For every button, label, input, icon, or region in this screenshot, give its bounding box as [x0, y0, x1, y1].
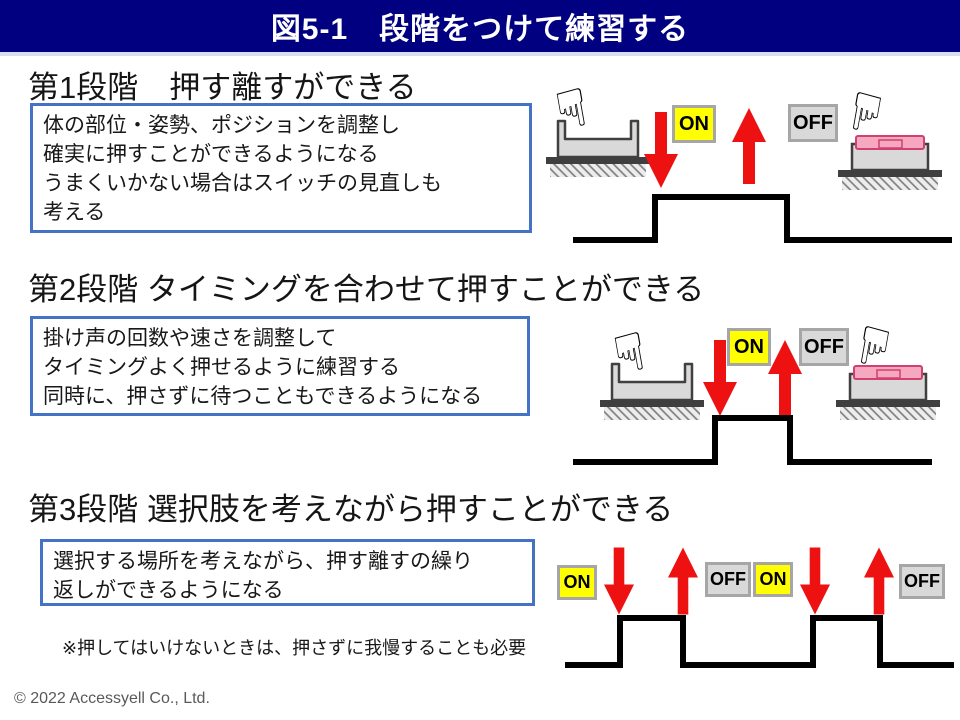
- stage2-signal-waveform: [573, 415, 932, 465]
- stage1-line3: うまくいかない場合はスイッチの見直しも: [43, 172, 442, 195]
- stage2-heading: 第2段階 タイミングを合わせて押すことができる: [28, 272, 705, 307]
- stage3-signal-waveform: [565, 615, 954, 668]
- stage1-line4: 考える: [43, 201, 106, 224]
- on-label: ON: [753, 562, 793, 597]
- on-label: ON: [672, 105, 716, 143]
- title-bar: 図5-1 段階をつけて練習する: [0, 0, 960, 56]
- stage2-textbox: 掛け声の回数や速さを調整して タイミングよく押せるように練習する 同時に、押さず…: [30, 316, 530, 416]
- stage1-line2: 確実に押すことができるようになる: [43, 143, 379, 166]
- off-label: OFF: [899, 564, 945, 599]
- stage1-line1: 体の部位・姿勢、ポジションを調整し: [43, 114, 400, 137]
- stage3-line2: 返しができるようになる: [53, 579, 284, 602]
- release-up-arrow-icon: [732, 108, 766, 184]
- off-label: OFF: [788, 104, 838, 142]
- stage3-textbox: 選択する場所を考えながら、押す離すの繰り 返しができるようになる: [40, 539, 535, 606]
- stage1-heading: 第1段階 押す離すができる: [28, 70, 417, 105]
- press-down-arrow-icon: [800, 547, 830, 615]
- copyright-text: © 2022 Accessyell Co., Ltd.: [14, 690, 210, 707]
- release-up-arrow-icon: [768, 340, 802, 416]
- release-up-arrow-icon: [864, 547, 894, 615]
- stage2-line1: 掛け声の回数や速さを調整して: [43, 327, 337, 350]
- released-switch-icon: [836, 364, 940, 420]
- stage3-note: ※押してはいけないときは、押さずに我慢することも必要: [62, 638, 527, 658]
- slide-title: 図5-1 段階をつけて練習する: [270, 13, 690, 46]
- released-switch-icon: [838, 134, 942, 190]
- on-label: ON: [557, 565, 597, 600]
- on-label: ON: [727, 328, 771, 366]
- release-up-arrow-icon: [668, 547, 698, 615]
- stage2-line2: タイミングよく押せるように練習する: [43, 356, 400, 379]
- stage3-line1: 選択する場所を考えながら、押す離すの繰り: [53, 550, 473, 573]
- stage3-heading: 第3段階 選択肢を考えながら押すことができる: [28, 492, 674, 527]
- press-down-arrow-icon: [604, 547, 634, 615]
- pressed-switch-icon: [600, 362, 704, 420]
- stage1-signal-waveform: [573, 194, 952, 243]
- stage2-line3: 同時に、押さずに待つこともできるようになる: [43, 385, 483, 408]
- off-label: OFF: [705, 562, 751, 597]
- off-label: OFF: [799, 328, 849, 366]
- stage1-textbox: 体の部位・姿勢、ポジションを調整し 確実に押すことができるようになる うまくいか…: [30, 103, 532, 233]
